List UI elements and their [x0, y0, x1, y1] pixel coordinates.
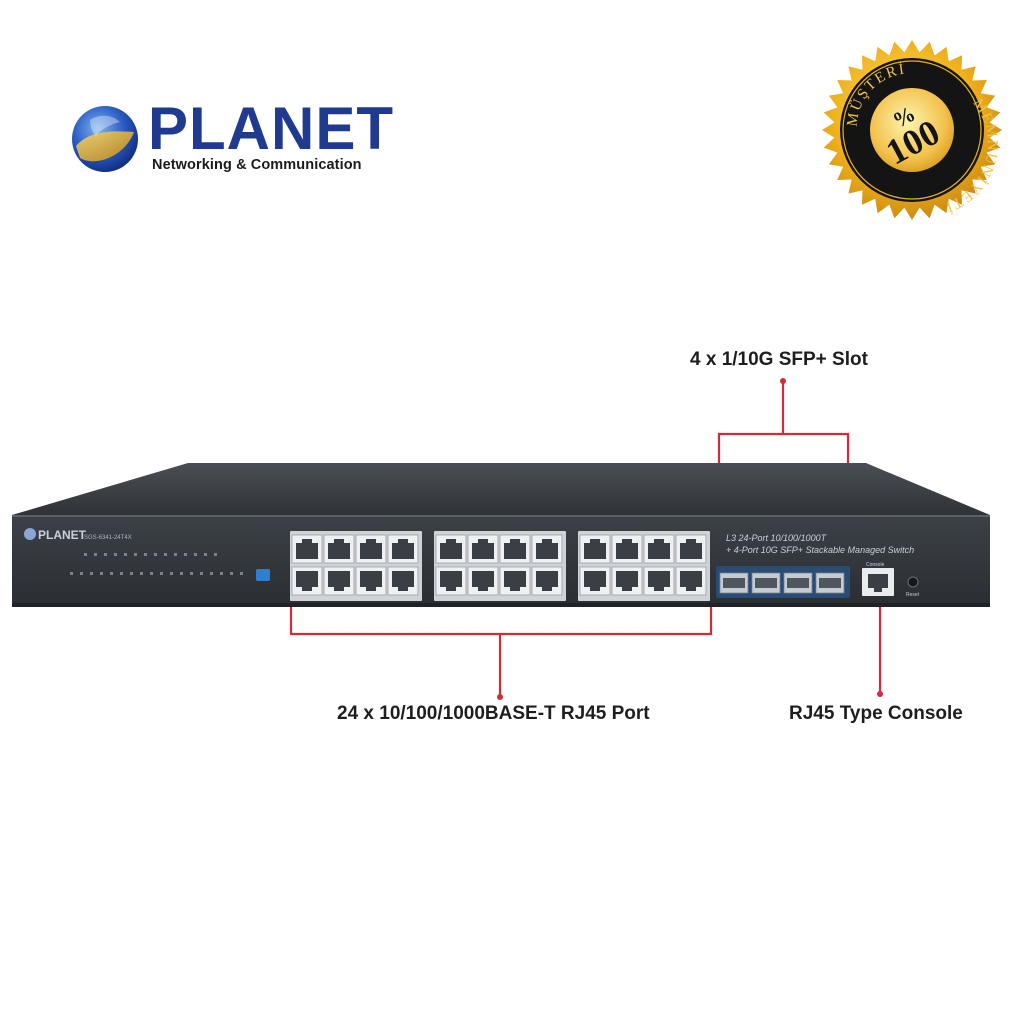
rj45-port — [531, 566, 563, 596]
status-led — [220, 572, 223, 575]
status-led — [180, 572, 183, 575]
status-led — [190, 572, 193, 575]
status-led — [120, 572, 123, 575]
sfp-slot — [751, 572, 781, 594]
sfp-leader-dot — [780, 378, 786, 384]
mode-button — [256, 569, 270, 581]
status-led — [160, 572, 163, 575]
status-led — [84, 553, 87, 556]
rj45-port — [611, 534, 643, 564]
globe-icon — [72, 106, 138, 172]
rj45-port — [387, 534, 419, 564]
reset-label: Reset — [906, 592, 920, 598]
rj45-port — [643, 534, 675, 564]
rj45-port — [499, 566, 531, 596]
status-led — [70, 572, 73, 575]
rj45-port — [291, 566, 323, 596]
status-led — [150, 572, 153, 575]
rj45-port-label: 24 x 10/100/1000BASE-T RJ45 Port — [337, 703, 650, 724]
device-description-line1: L3 24-Port 10/100/1000T — [726, 533, 828, 543]
status-led — [114, 553, 117, 556]
status-led — [140, 572, 143, 575]
network-switch: PLANET SGS-6341-24T4X L3 24-Port 10/100/… — [12, 463, 990, 607]
rj45-port — [675, 566, 707, 596]
status-led — [240, 572, 243, 575]
status-led — [154, 553, 157, 556]
rj45-port — [387, 566, 419, 596]
sfp-slot — [719, 572, 749, 594]
status-led — [214, 553, 217, 556]
rj45-port — [355, 534, 387, 564]
rj45-port — [435, 566, 467, 596]
rj45-port — [611, 566, 643, 596]
console-port-label: Console — [866, 562, 885, 568]
switch-top — [12, 463, 990, 515]
rj45-port — [323, 534, 355, 564]
sfp-slots — [719, 572, 845, 594]
brand-tagline: Networking & Communication — [152, 157, 362, 173]
status-led — [144, 553, 147, 556]
status-leds — [70, 553, 270, 581]
status-led — [94, 553, 97, 556]
rj45-port — [467, 534, 499, 564]
device-description-line2: + 4-Port 10G SFP+ Stackable Managed Swit… — [726, 545, 914, 555]
rj45-port — [675, 534, 707, 564]
status-led — [80, 572, 83, 575]
status-led — [164, 553, 167, 556]
satisfaction-seal: MÜŞTERİ MEMNUNİYETİ % 100 — [822, 40, 1002, 220]
rj45-port — [291, 534, 323, 564]
rj45-port — [531, 534, 563, 564]
model-number: SGS-6341-24T4X — [84, 535, 132, 541]
status-led — [184, 553, 187, 556]
rj45-leader-dot — [497, 694, 503, 700]
status-led — [204, 553, 207, 556]
rj45-port — [643, 566, 675, 596]
rj45-port — [323, 566, 355, 596]
status-led — [230, 572, 233, 575]
status-led — [124, 553, 127, 556]
planet-logo: PLANET Networking & Communication — [68, 96, 393, 186]
console-label: RJ45 Type Console — [789, 703, 963, 724]
status-led — [104, 553, 107, 556]
status-led — [210, 572, 213, 575]
reset-button — [907, 576, 919, 588]
sfp-slot — [815, 572, 845, 594]
status-led — [90, 572, 93, 575]
status-led — [170, 572, 173, 575]
rj45-port — [467, 566, 499, 596]
console-leader-dot — [877, 691, 883, 697]
brand-name: PLANET — [148, 95, 394, 162]
status-led — [134, 553, 137, 556]
status-led — [174, 553, 177, 556]
status-led — [194, 553, 197, 556]
sfp-slot-label: 4 x 1/10G SFP+ Slot — [690, 349, 868, 370]
front-brand: PLANET — [38, 528, 87, 542]
front-globe-icon — [24, 528, 36, 540]
rj45-port — [579, 534, 611, 564]
rj45-ports — [290, 531, 710, 601]
rj45-port — [355, 566, 387, 596]
sfp-slot — [783, 572, 813, 594]
status-led — [110, 572, 113, 575]
rj45-port — [579, 566, 611, 596]
seal-center — [870, 88, 954, 172]
status-led — [130, 572, 133, 575]
status-led — [100, 572, 103, 575]
status-led — [200, 572, 203, 575]
rj45-port — [435, 534, 467, 564]
rj45-port — [499, 534, 531, 564]
